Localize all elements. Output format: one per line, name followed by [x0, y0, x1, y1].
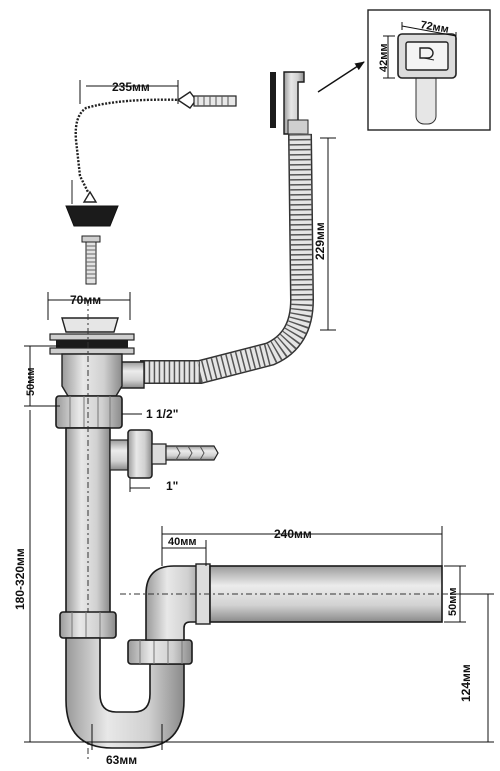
hose-length-label: 229мм [313, 222, 327, 260]
overflow-hose [117, 133, 315, 389]
strainer-screw [81, 235, 101, 285]
pipe-diameter-label: 50мм [447, 587, 459, 616]
main-thread-label: 1 1/2" [146, 407, 178, 421]
chain-length-label: 235мм [112, 80, 150, 94]
trap-spacing-label: 63мм [106, 753, 137, 767]
strainer-diameter-label: 70мм [70, 293, 101, 307]
total-height-label: 180-320мм [13, 548, 27, 610]
overflow-head [270, 71, 309, 135]
overflow-height-label: 42мм [378, 43, 390, 72]
side-outlet [109, 429, 219, 479]
pipe-reach-label: 240мм [274, 527, 312, 541]
outlet-height-label: 124мм [459, 664, 473, 702]
overflow-inset: 72мм 42мм [367, 9, 491, 131]
upper-segment-label: 50мм [25, 367, 37, 396]
overflow-width-label: 72мм [419, 19, 449, 36]
outlet-pipe [120, 563, 460, 641]
pipe-offset-label: 40мм [168, 536, 197, 548]
chain-assembly: 235мм [65, 80, 237, 227]
u-bend-trap [59, 611, 193, 749]
side-outlet-label: 1" [166, 479, 178, 493]
sink-strainer [49, 317, 135, 397]
inset-pointer-arrow [317, 61, 365, 93]
main-vertical-pipe [55, 300, 123, 760]
